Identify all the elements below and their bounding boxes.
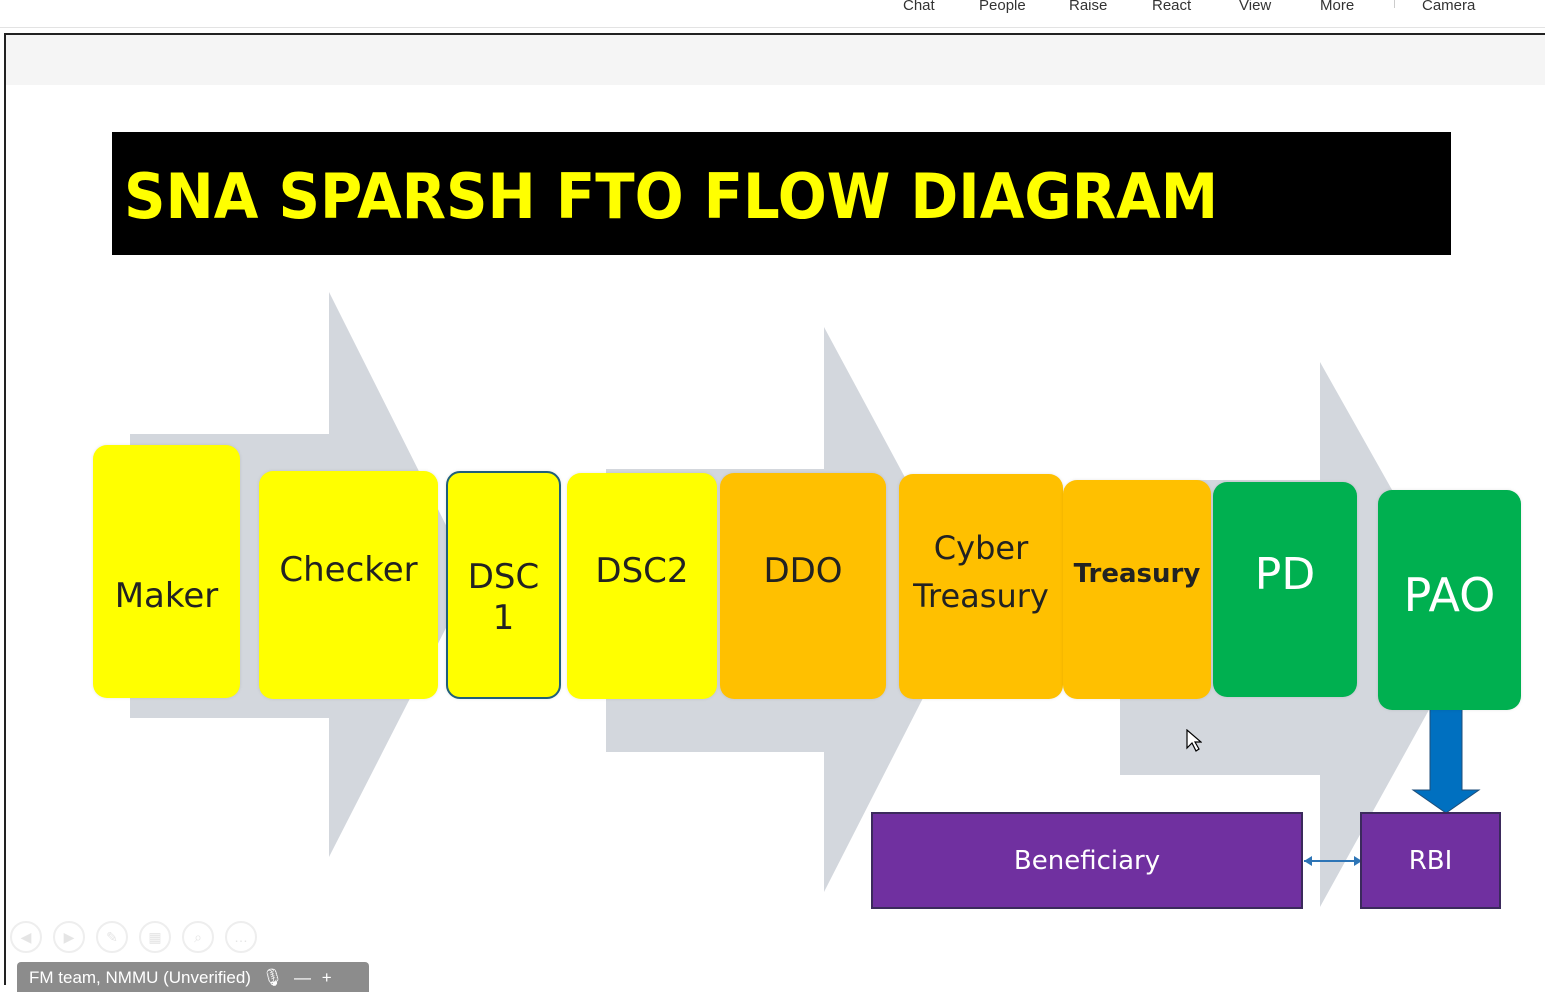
slides-icon[interactable]: ▦ [139, 921, 171, 953]
chat-button[interactable]: Chat [903, 0, 935, 14]
meeting-toolbar: Chat People Raise React View More Camera [0, 0, 1545, 28]
next-icon[interactable]: ▶ [53, 921, 85, 953]
step-dsc2: DSC2 [567, 473, 717, 699]
more-options-icon[interactable]: … [225, 921, 257, 953]
step-pao: PAO [1378, 490, 1521, 710]
participant-name: FM team, NMMU (Unverified) [29, 968, 251, 987]
mic-muted-icon: 🎙 [261, 968, 284, 987]
divider [1394, 0, 1395, 8]
zoom-icon[interactable]: ⌕ [182, 921, 214, 953]
step-checker: Checker [259, 471, 438, 699]
slide-top-band [6, 35, 1545, 85]
mouse-cursor-icon [1186, 729, 1202, 752]
shared-screen: SNA SPARSH FTO FLOW DIAGRAM Maker Checke… [4, 33, 1545, 992]
expand-button[interactable]: + [321, 968, 332, 987]
people-button[interactable]: People [979, 0, 1026, 14]
view-button[interactable]: View [1239, 0, 1272, 14]
raise-button[interactable]: Raise [1069, 0, 1108, 14]
step-pd: PD [1213, 482, 1357, 697]
step-ddo: DDO [720, 473, 886, 699]
more-button[interactable]: More [1320, 0, 1355, 14]
step-maker: Maker [93, 445, 240, 698]
step-treasury: Treasury [1063, 480, 1211, 699]
slide-title: SNA SPARSH FTO FLOW DIAGRAM [124, 160, 1219, 233]
minimize-button[interactable]: — [294, 968, 312, 987]
pen-icon[interactable]: ✎ [96, 921, 128, 953]
previous-icon[interactable]: ◀ [10, 921, 42, 953]
react-button[interactable]: React [1152, 0, 1192, 14]
down-arrow-blue [1411, 697, 1481, 814]
camera-button[interactable]: Camera [1422, 0, 1476, 14]
rbi-box: RBI [1360, 812, 1501, 909]
slide-title-banner: SNA SPARSH FTO FLOW DIAGRAM [112, 132, 1451, 255]
slide-controls: ◀ ▶ ✎ ▦ ⌕ … [10, 921, 257, 953]
beneficiary-box: Beneficiary [871, 812, 1303, 909]
participant-label: FM team, NMMU (Unverified) 🎙 — + [17, 962, 369, 992]
step-cyber-treasury: Cyber Treasury [899, 474, 1063, 699]
step-dsc1: DSC 1 [446, 471, 561, 699]
